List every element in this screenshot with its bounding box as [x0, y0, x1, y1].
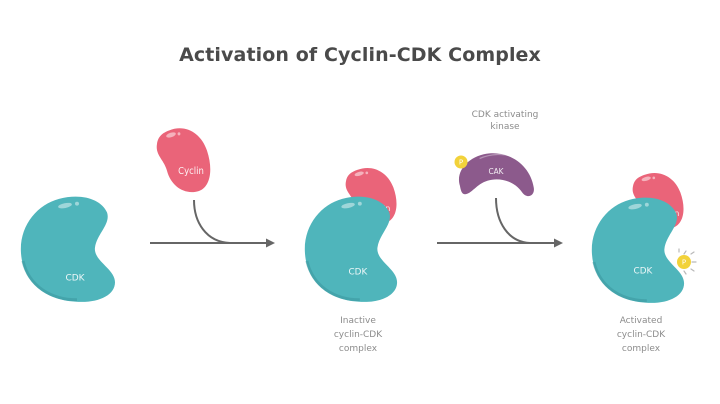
svg-text:P: P	[459, 159, 463, 167]
cdk-protein	[20, 196, 115, 302]
phosphate-icon	[454, 155, 468, 169]
caption-line: complex	[622, 344, 661, 354]
cyclin-label: Cyclin	[178, 167, 204, 178]
cdk-label: CDK	[65, 273, 84, 283]
enzyme-name-line: kinase	[490, 122, 520, 132]
caption-line: cyclin-CDK	[334, 330, 383, 340]
stage-3-activated-complex: Cyclin CDK P A	[591, 172, 697, 354]
caption-line: Activated	[620, 316, 663, 326]
cak-label: CAK	[488, 167, 504, 176]
phosphate-icon	[677, 255, 691, 269]
cdk-label: CDK	[634, 267, 653, 277]
caption-line: cyclin-CDK	[617, 330, 666, 340]
highlight	[58, 202, 72, 209]
diagram-title: Activation of Cyclin-CDK Complex	[179, 44, 541, 66]
stage-2-inactive-complex: Cyclin CDK Inactive cyclin-CDK complex	[304, 167, 398, 354]
step-1-cyclin: Cyclin	[156, 128, 211, 193]
cdk-protein	[304, 196, 398, 302]
cyclin-protein	[156, 128, 211, 193]
arrow-head-icon	[266, 238, 275, 248]
enzyme-name-line: CDK activating	[472, 110, 539, 120]
step-2-cak: CDK activating kinase CAK P	[454, 110, 539, 197]
curved-input-line	[193, 199, 231, 244]
reaction-arrow-2	[437, 197, 563, 248]
svg-text:P: P	[682, 259, 686, 267]
caption-line: complex	[339, 344, 378, 354]
arrow-head-icon	[554, 238, 563, 248]
caption-line: Inactive	[340, 316, 376, 326]
glow-rays	[678, 248, 697, 275]
cdk-protein	[591, 197, 685, 303]
reaction-arrow-1	[150, 199, 275, 248]
cdk-label: CDK	[349, 268, 368, 278]
stage-1-free-cdk: CDK	[20, 196, 115, 302]
active-phosphate: P	[677, 248, 697, 275]
phosphate-group: P	[454, 155, 468, 169]
curved-input-line	[495, 197, 531, 244]
